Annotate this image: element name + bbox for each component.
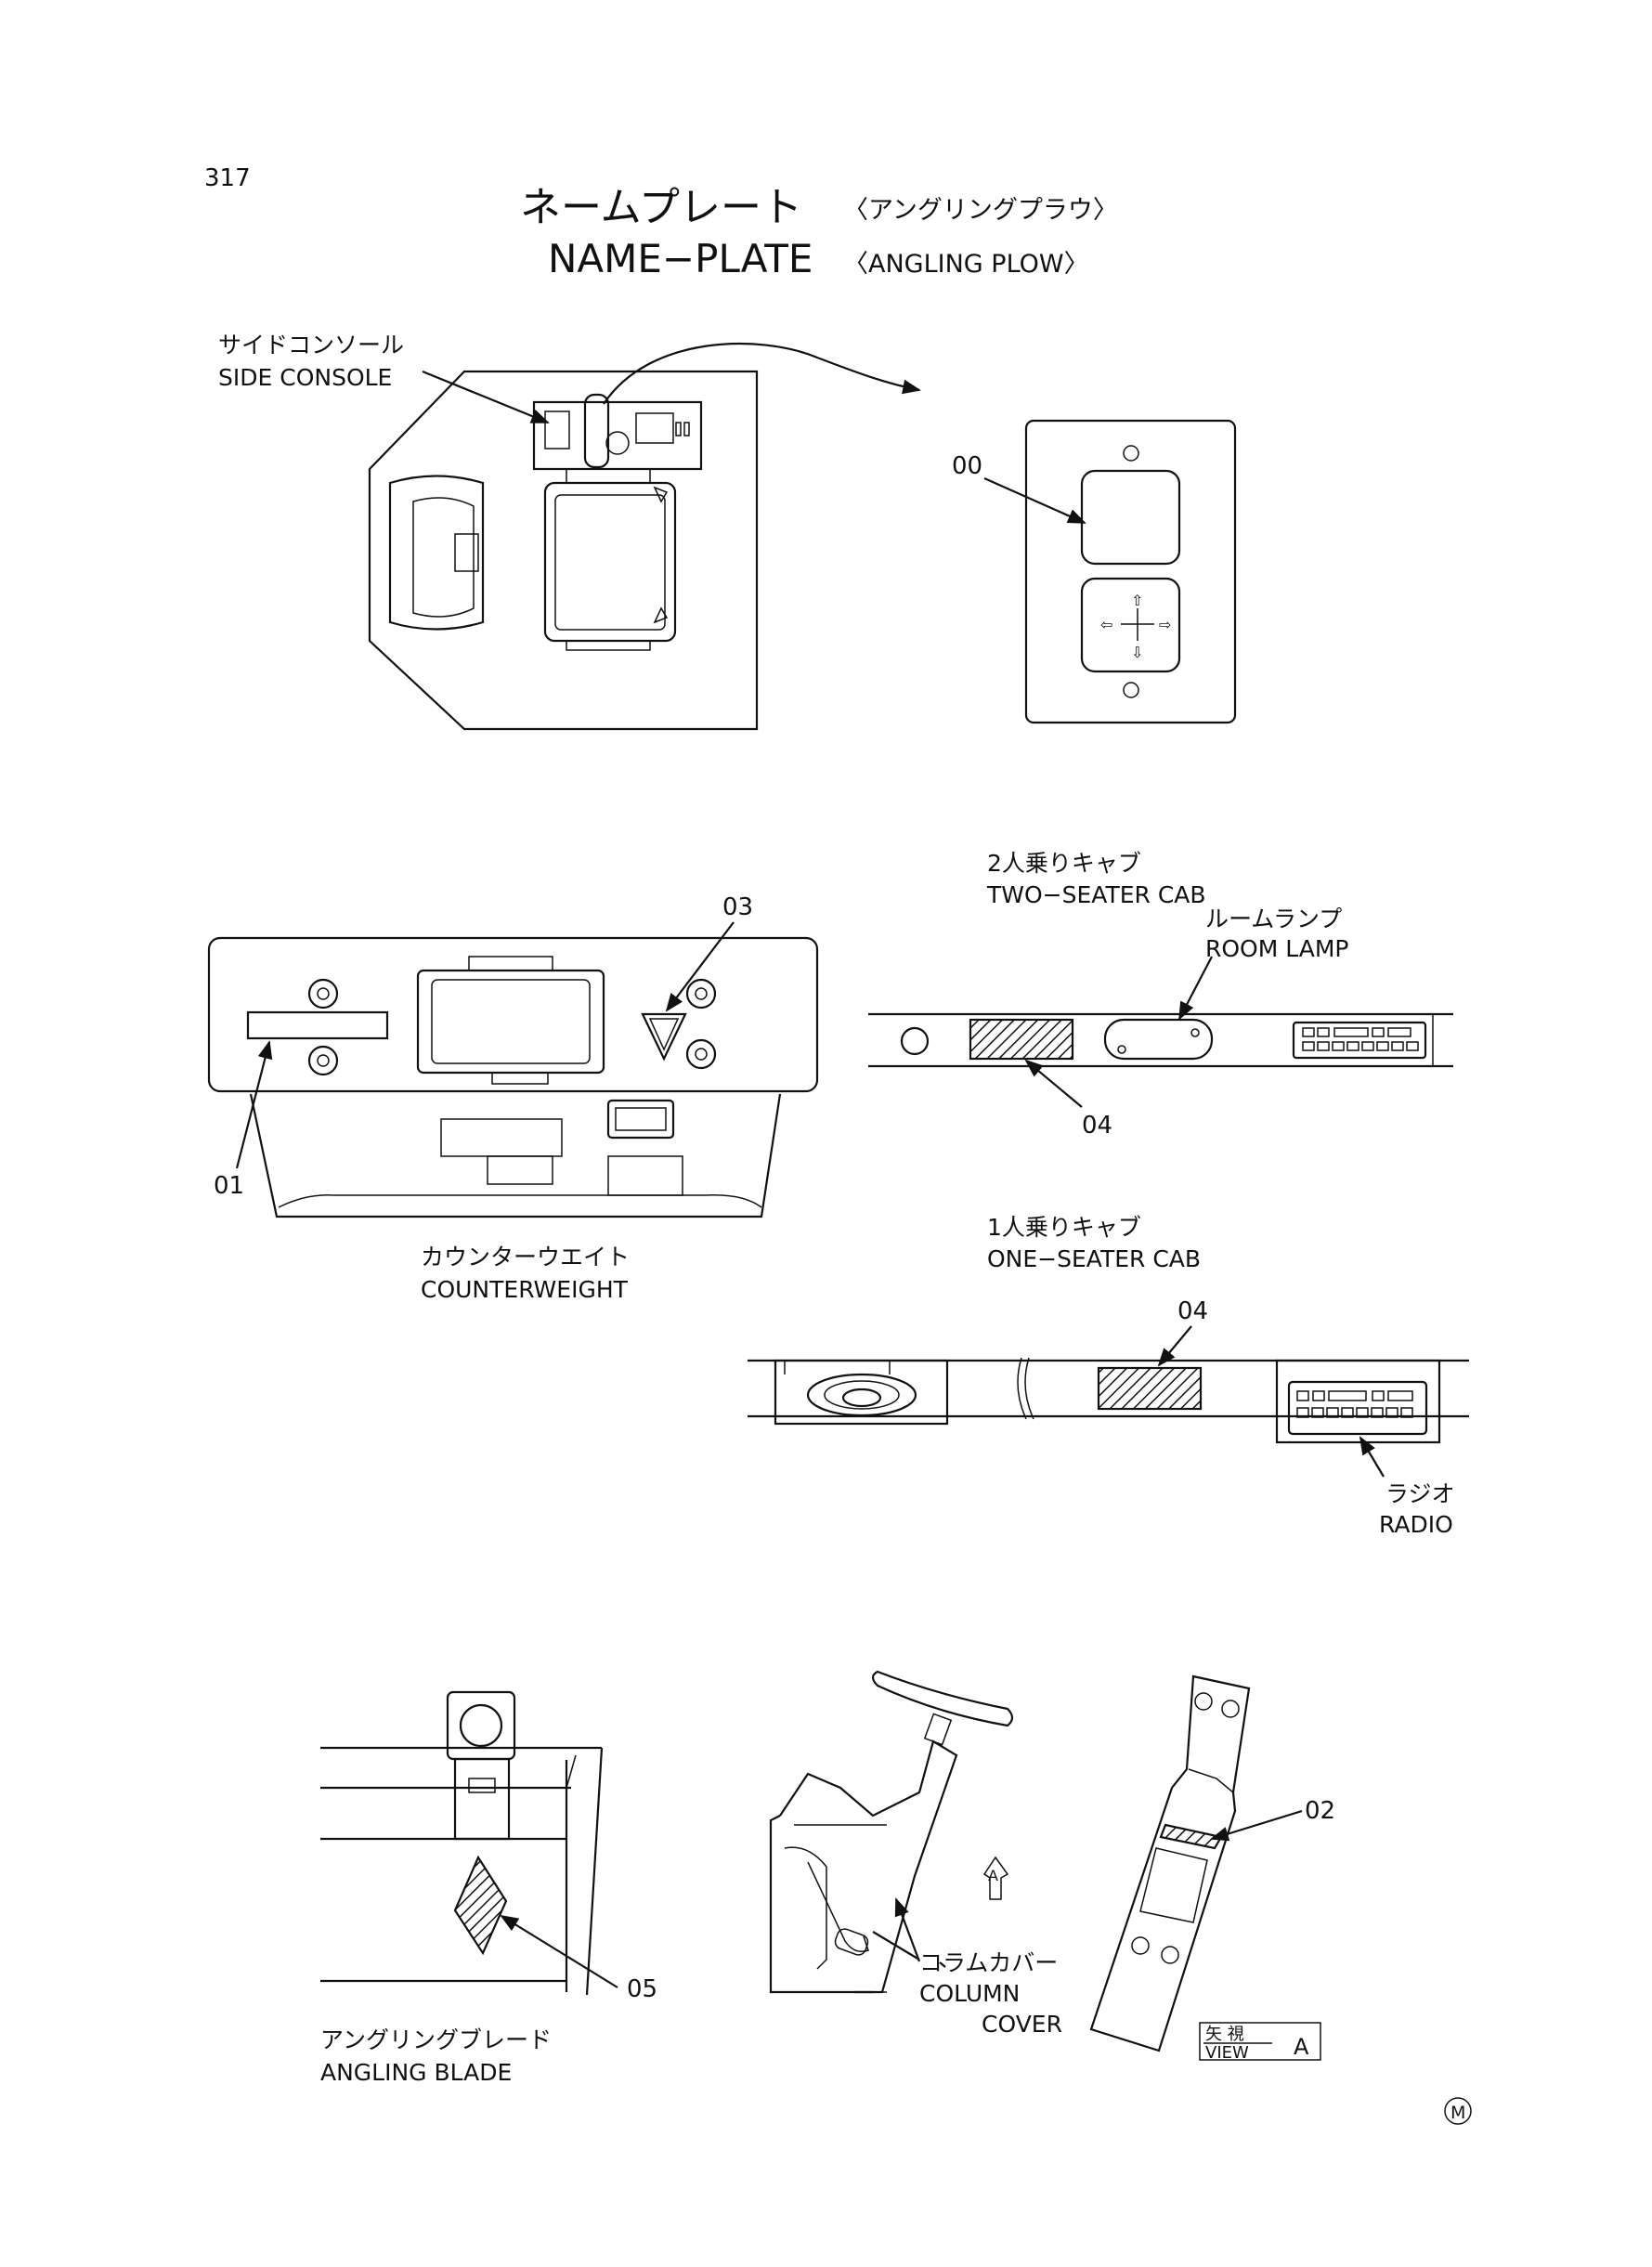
callout-02: 02 (1305, 1797, 1335, 1825)
view-a-marker: A (988, 1867, 998, 1884)
console-panel (1024, 419, 1237, 724)
counterweight-lower (249, 1093, 782, 1218)
seatbelt-icon (900, 1026, 930, 1056)
callout-00-leader (983, 476, 1086, 525)
nameplate-01-location (246, 1010, 389, 1040)
title-jp-sub: 〈アングリングプラウ〉 (843, 196, 1118, 225)
nameplate-02-location (1159, 1823, 1223, 1850)
pad-direction-icon: ⇧ (1131, 592, 1143, 609)
one-seater-cab-drawing: 1人乗りキャブ ONE−SEATER CAB 04 ラジオ RADIO (748, 1214, 1469, 1538)
view-a-label-jp: 矢 視 (1205, 2025, 1244, 2044)
pad-direction-icon: ⇨ (1159, 616, 1171, 633)
radio-one-seater (1287, 1380, 1428, 1436)
footer-mark: M (1450, 2103, 1465, 2123)
one-seater-label-jp: 1人乗りキャブ (987, 1214, 1141, 1241)
callout-03-leader (665, 921, 735, 1012)
pad-direction-icon: ⇦ (1100, 616, 1112, 633)
steering-wheel (871, 1670, 1014, 1727)
page-number: 317 (204, 164, 251, 192)
side-console-label-jp: サイドコンソール (218, 332, 404, 358)
room-lamp-label-jp: ルームランプ (1205, 905, 1342, 932)
view-a-box (1199, 2022, 1321, 2061)
view-a-label-en: VIEW (1205, 2043, 1249, 2063)
radio-housing (1275, 1359, 1441, 1444)
callout-04-one-seater: 04 (1177, 1297, 1208, 1325)
radio-label-jp: ラジオ (1385, 1480, 1455, 1507)
room-lamp-leader (1178, 956, 1213, 1021)
view-a-detail: 02 矢 視 VIEW A (1089, 1674, 1335, 2063)
title-en: NAME−PLATE (548, 236, 813, 281)
angling-blade-drawing: 05 アングリングブレード ANGLING BLADE (320, 1690, 657, 2086)
title-jp: ネームプレート (520, 184, 802, 231)
side-console-label-en: SIDE CONSOLE (218, 364, 392, 391)
pad-direction-icon: ⇩ (1131, 644, 1143, 661)
left-control-pod (388, 475, 485, 631)
two-seater-cab-drawing: 2人乗りキャブ TWO−SEATER CAB ルームランプ ROOM LAMP … (868, 850, 1453, 1140)
counterweight-label-jp: カウンターウエイト (421, 1244, 630, 1270)
column-cover-label-en-1: COLUMN (919, 1980, 1020, 2007)
nameplate-00-location (1080, 469, 1181, 566)
counterweight-drawing: 03 01 カウンターウエイト COUNTERWEIGHT (207, 893, 819, 1303)
column-cover-label-en-2: COVER (982, 2011, 1062, 2038)
nameplate-03-location (641, 1012, 687, 1062)
two-seater-label-jp: 2人乗りキャブ (987, 850, 1141, 877)
room-lamp-label-en: ROOM LAMP (1205, 935, 1349, 962)
lamp-housing (416, 969, 605, 1075)
callout-02-leader (1210, 1809, 1303, 1842)
callout-01-leader (235, 1040, 273, 1169)
callout-04-two-seater: 04 (1082, 1112, 1112, 1140)
column-cover-panel (1089, 1674, 1251, 2052)
column-cover-label-jp: コラムカバー (919, 1949, 1058, 1976)
counterweight-body (207, 936, 819, 1093)
footer-circle-mark (1444, 2097, 1472, 2125)
radio-label-en: RADIO (1379, 1511, 1453, 1538)
dome-lamp-housing (774, 1359, 949, 1426)
callout-03: 03 (722, 893, 753, 921)
side-console-leader (422, 370, 550, 424)
view-a-arrow-icon (982, 1856, 1009, 1900)
console-panel-detail: ⇦ ⇨ ⇧ ⇩ 00 (952, 419, 1237, 724)
operator-seat (543, 481, 677, 643)
callout-04-leader-one-seater (1157, 1325, 1192, 1367)
counterweight-label-en: COUNTERWEIGHT (421, 1276, 629, 1303)
side-console-drawing: サイドコンソール SIDE CONSOLE (218, 332, 921, 731)
radio-leader (1359, 1436, 1385, 1478)
angling-blade-label-jp: アングリングブレード (320, 2026, 552, 2053)
radio-two-seater (1292, 1021, 1427, 1060)
nameplate-05-location (453, 1855, 508, 1956)
one-seater-label-en: ONE−SEATER CAB (987, 1245, 1201, 1272)
steering-column (779, 1739, 958, 1994)
nameplate-location-circle (583, 393, 610, 469)
angling-blade-label-en: ANGLING BLADE (320, 2059, 512, 2086)
direction-pad (1080, 577, 1181, 673)
blade-pin-block (446, 1690, 516, 1761)
callout-01: 01 (214, 1172, 244, 1200)
floor-outline (368, 370, 759, 731)
callout-00: 00 (952, 452, 982, 480)
detail-pointer-arrow (603, 342, 921, 405)
two-seater-label-en: TWO−SEATER CAB (986, 881, 1206, 908)
column-cover-leader (894, 1897, 921, 1962)
view-a-letter: A (1294, 2034, 1309, 2060)
title-en-sub: 〈ANGLING PLOW〉 (843, 250, 1089, 279)
callout-05-leader (500, 1914, 618, 1988)
callout-05: 05 (627, 1975, 657, 2003)
room-lamp (1103, 1018, 1214, 1061)
steering-column-drawing: A コラムカバー COLUMN COVER (769, 1670, 1062, 2038)
callout-04-leader-two-seater (1024, 1059, 1083, 1108)
nameplate-04-location-one-seater (1097, 1366, 1203, 1411)
nameplate-04-location-two-seater (969, 1018, 1074, 1061)
